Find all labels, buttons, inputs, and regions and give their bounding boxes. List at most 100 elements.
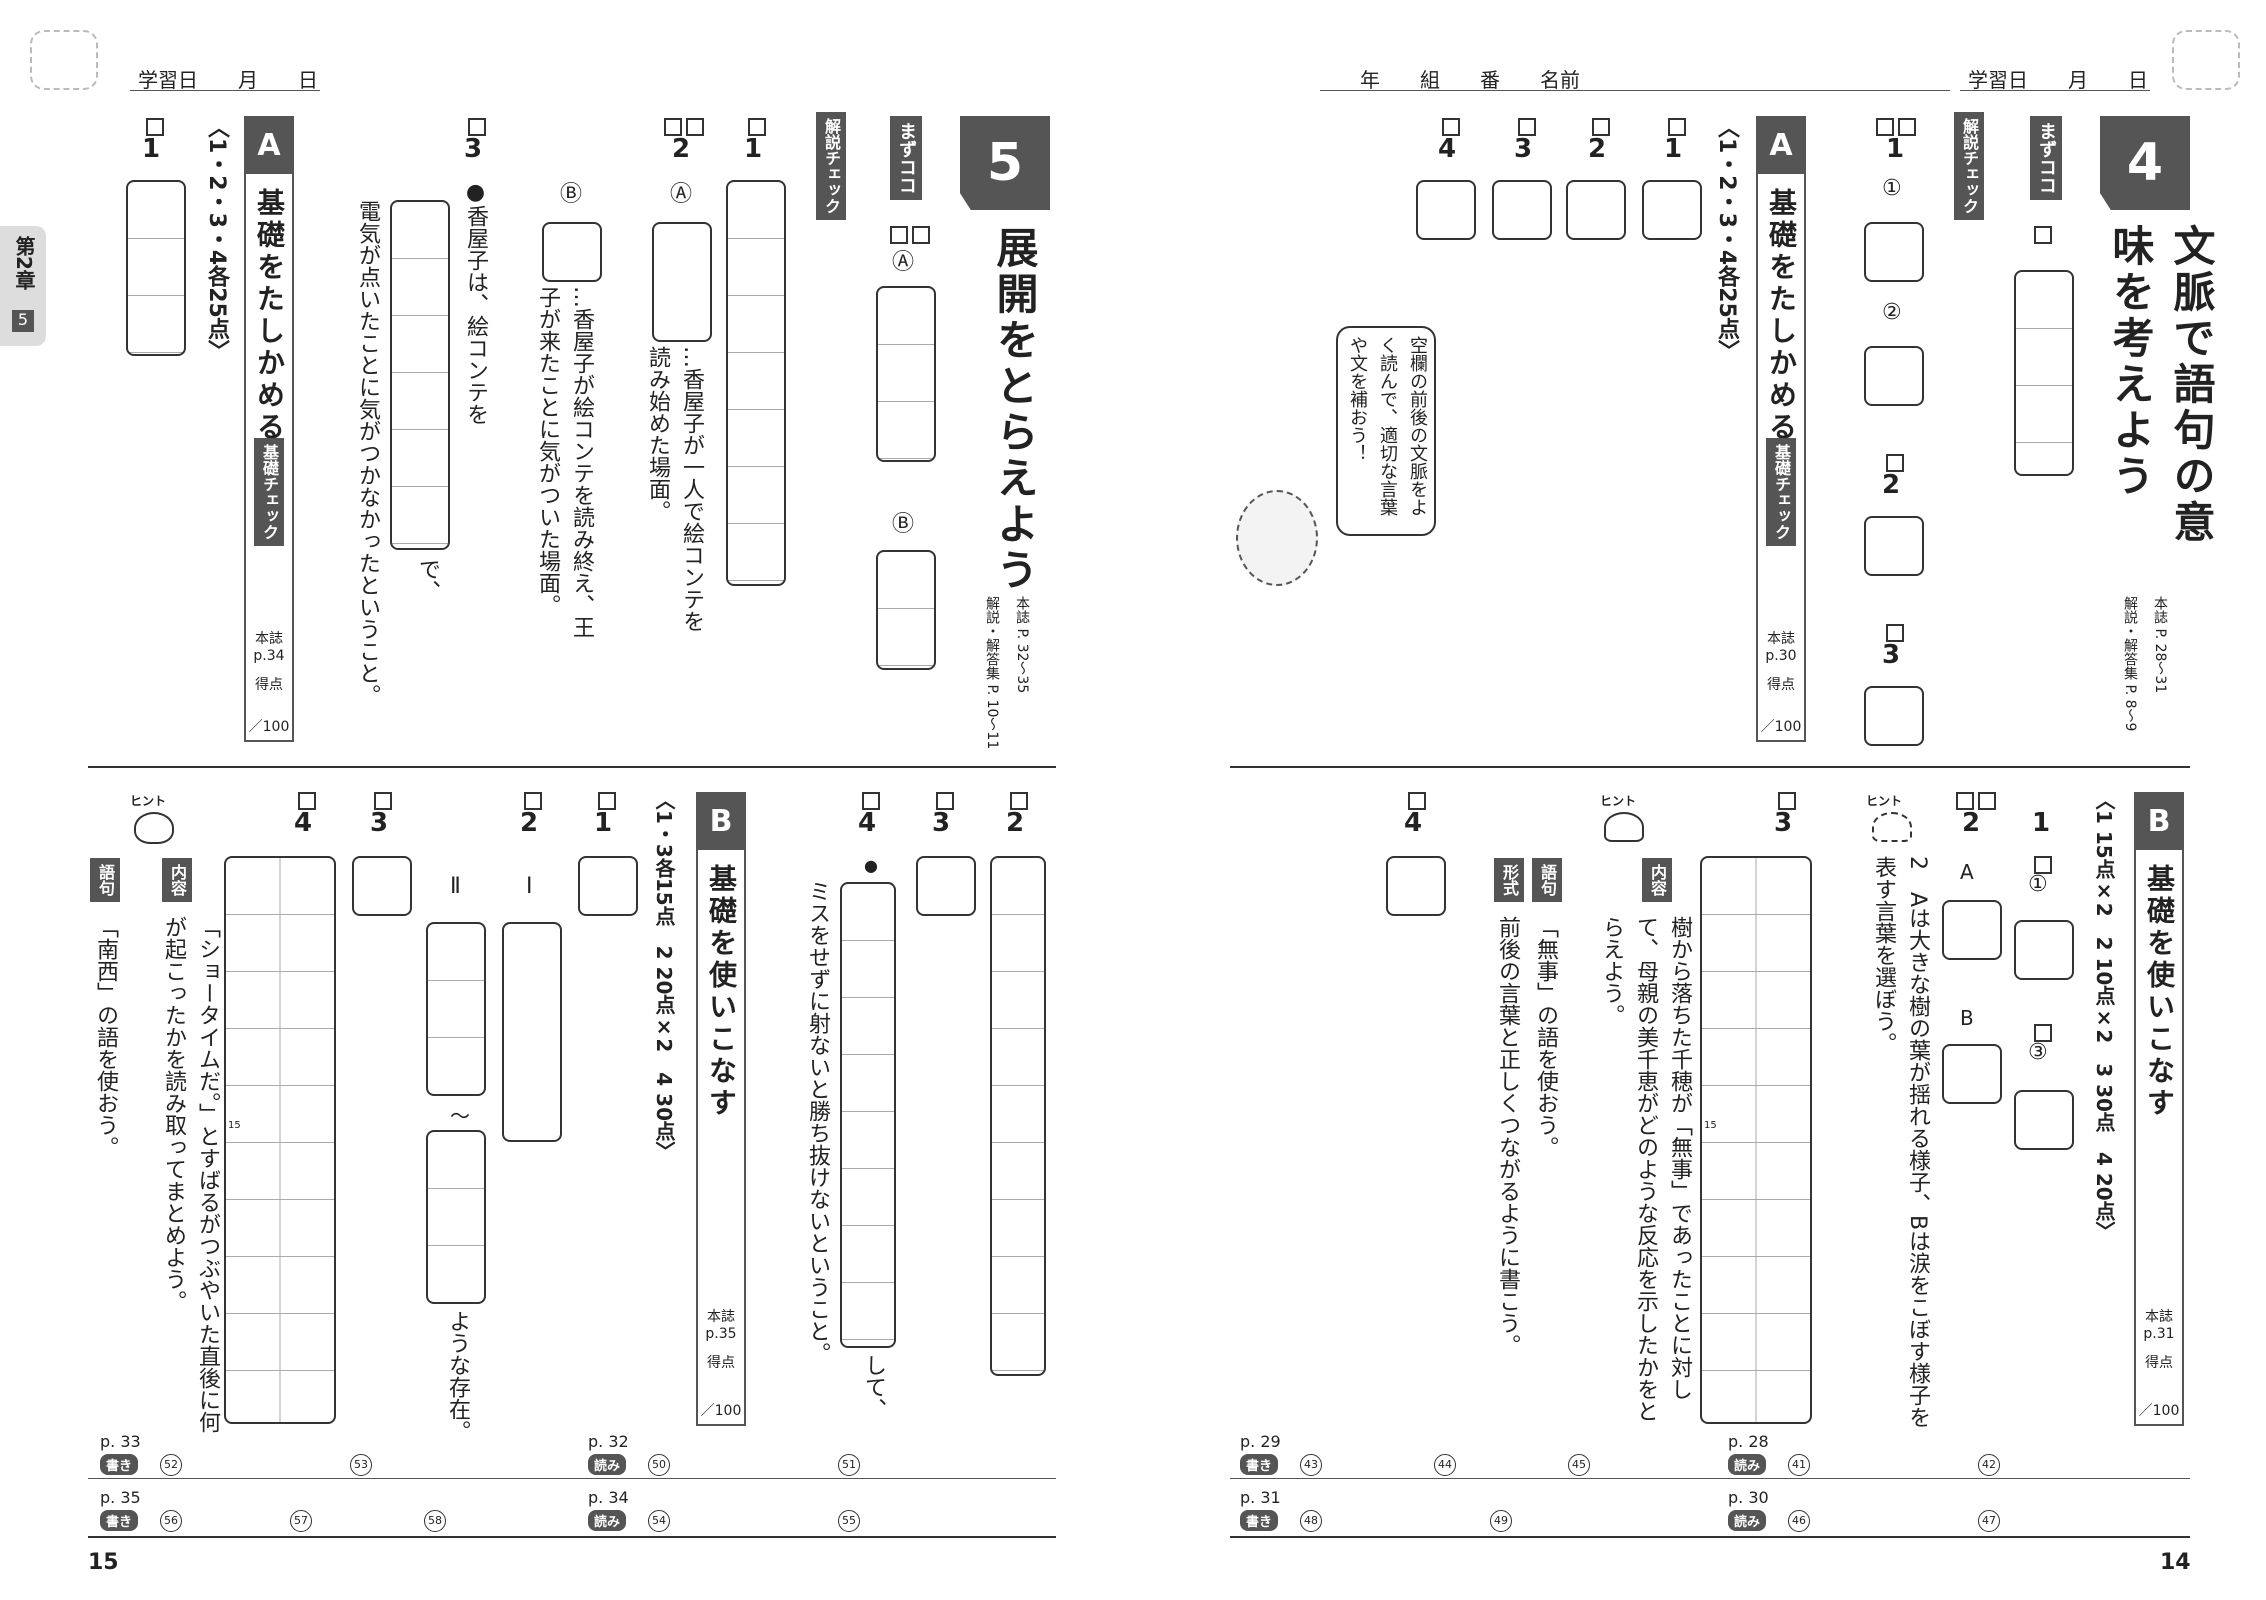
section-a-ref: 本誌 p.34 — [253, 631, 285, 664]
mark-b-q2: Ⓑ — [560, 182, 583, 207]
foot-ref: p. 34 — [588, 1488, 629, 1507]
foot-num: 54 — [648, 1510, 670, 1532]
b-question-2: 2 — [520, 808, 539, 838]
char-count-15: 15 — [228, 1120, 241, 1131]
check-square — [1978, 792, 1996, 810]
section-a-label: A — [246, 118, 292, 174]
rb-circle-1: ① — [2028, 872, 2048, 897]
right-a-box-2[interactable] — [1566, 180, 1626, 240]
section-b-total: ／100 — [700, 1403, 742, 1419]
naiyou-tag: 内容 — [162, 858, 192, 902]
answer-box-q1[interactable] — [126, 180, 186, 356]
rb-answer-box-2b[interactable] — [1942, 1044, 2002, 1104]
kaisetsu-check-tag-right: 解説チェック — [1954, 112, 1984, 220]
rb-q2-text: 2 Aは大きな樹の葉が揺れる様子、Bは涙をこぼす様子を表す言葉を選ぼう。 — [1871, 856, 1930, 1429]
b-answer-box-2-col[interactable] — [990, 856, 1046, 1376]
right-a-q4: 4 — [1438, 134, 1457, 164]
right-answer-box-3[interactable] — [1864, 686, 1924, 746]
answer-box-q3[interactable] — [390, 200, 450, 550]
answer-box-q2-b[interactable] — [542, 222, 602, 282]
name-field[interactable]: 年 組 番 名前 — [1360, 68, 1580, 92]
answer-box-a[interactable] — [876, 286, 936, 462]
b-answer-box-3-col[interactable] — [916, 856, 976, 916]
rb-question-3: 3 — [1774, 808, 1793, 838]
question-3: 3 — [464, 134, 483, 164]
rb-question-1: 1 — [2032, 808, 2051, 838]
foot-ref: p. 31 — [1240, 1488, 1281, 1507]
name-underline — [1320, 90, 1950, 91]
foot-num: 58 — [424, 1510, 446, 1532]
check-square — [1886, 624, 1904, 642]
foot-num: 57 — [290, 1510, 312, 1532]
unit-number-right: 4 — [2126, 133, 2164, 193]
check-square — [298, 792, 316, 810]
unit-ref-main-right: 本誌 P. 28〜31 — [2152, 596, 2168, 694]
date-field-left[interactable]: 学習日 月 日 — [138, 68, 318, 92]
speech-text: 空欄の前後の文脈をよく読んで、適切な言葉や文を補おう！ — [1347, 336, 1428, 516]
unit-ref-answers-right: 解説・解答集 P. 8〜9 — [2122, 596, 2138, 732]
mazukoko-tag-right: まずココ — [2030, 116, 2062, 200]
answer-box-b[interactable] — [876, 550, 936, 670]
right-a-box-3[interactable] — [1492, 180, 1552, 240]
b-answer-box-3[interactable] — [352, 856, 412, 916]
b-answer-box-2-2b[interactable] — [426, 1130, 486, 1304]
foot-rule-2 — [88, 1536, 1056, 1538]
check-square — [912, 226, 930, 244]
rb-answer-box-1-3[interactable] — [2014, 1090, 2074, 1150]
check-square — [664, 118, 682, 136]
right-answer-box-1-2[interactable] — [1864, 346, 1924, 406]
question-1: 1 — [142, 134, 161, 164]
b-question-1: 1 — [594, 808, 613, 838]
foot-num: 46 — [1788, 1510, 1810, 1532]
foot-pill: 書き — [1240, 1454, 1279, 1475]
divider-right — [1230, 766, 2190, 768]
circle-2: ② — [1882, 300, 1902, 325]
answer-box-q2-a[interactable] — [652, 222, 712, 342]
b-answer-box-4-col[interactable] — [840, 882, 896, 1348]
right-question-3: 3 — [1882, 640, 1901, 670]
foot-num: 52 — [160, 1454, 182, 1476]
check-square — [1592, 118, 1610, 136]
right-answer-box-1-1[interactable] — [1864, 222, 1924, 282]
foot-ref: p. 32 — [588, 1432, 629, 1451]
check-square — [1010, 792, 1028, 810]
answer-box-q1b[interactable] — [726, 180, 786, 586]
section-b-right-label: B — [2136, 794, 2182, 850]
b-answer-box-2-1[interactable] — [502, 922, 562, 1142]
rb-answer-box-2a[interactable] — [1942, 900, 2002, 960]
basic-check-tag-right: 基礎チェック — [1766, 438, 1796, 546]
b-question-3: 3 — [370, 808, 389, 838]
check-square — [1518, 118, 1536, 136]
rb-question-2: 2 — [1962, 808, 1981, 838]
check-square — [862, 792, 880, 810]
b-answer-box-2-2a[interactable] — [426, 922, 486, 1096]
b-answer-box-4[interactable] — [224, 856, 336, 1424]
date-field-right[interactable]: 学習日 月 日 — [1968, 68, 2148, 92]
foot-ref: p. 35 — [100, 1488, 141, 1507]
rb-answer-box-4[interactable] — [1386, 856, 1446, 916]
check-square — [1778, 792, 1796, 810]
right-a-box-4[interactable] — [1416, 180, 1476, 240]
foot-ref: p. 29 — [1240, 1432, 1281, 1451]
rb-answer-box-3[interactable] — [1700, 856, 1812, 1424]
section-a-right-total: ／100 — [1760, 719, 1802, 735]
answer-box-main-right[interactable] — [2014, 270, 2074, 476]
roman-1: Ⅰ — [526, 874, 533, 899]
kaisetsu-check-tag: 解説チェック — [816, 112, 846, 220]
rb-answer-box-1-1[interactable] — [2014, 920, 2074, 980]
rb-naiyou-tag: 内容 — [1642, 858, 1672, 902]
unit-title-right: 文脈で語句の意味を考えよう — [2100, 224, 2222, 584]
foot-pill: 読み — [1728, 1510, 1767, 1531]
section-a-right-title: 基礎をたしかめる — [1765, 188, 1798, 444]
unit-title: 展開をとらえよう — [990, 226, 1039, 594]
section-b-label: B — [698, 794, 744, 850]
b-answer-box-1[interactable] — [578, 856, 638, 916]
foot-num: 47 — [1978, 1510, 2000, 1532]
section-b-right-total: ／100 — [2138, 1403, 2180, 1419]
section-a-right-score-label: 得点 — [1767, 677, 1795, 693]
check-square — [1442, 118, 1460, 136]
right-answer-box-2[interactable] — [1864, 516, 1924, 576]
unit-ref-main: 本誌 P. 32〜35 — [1014, 596, 1030, 694]
right-a-box-1[interactable] — [1642, 180, 1702, 240]
foot-ref: p. 28 — [1728, 1432, 1769, 1451]
